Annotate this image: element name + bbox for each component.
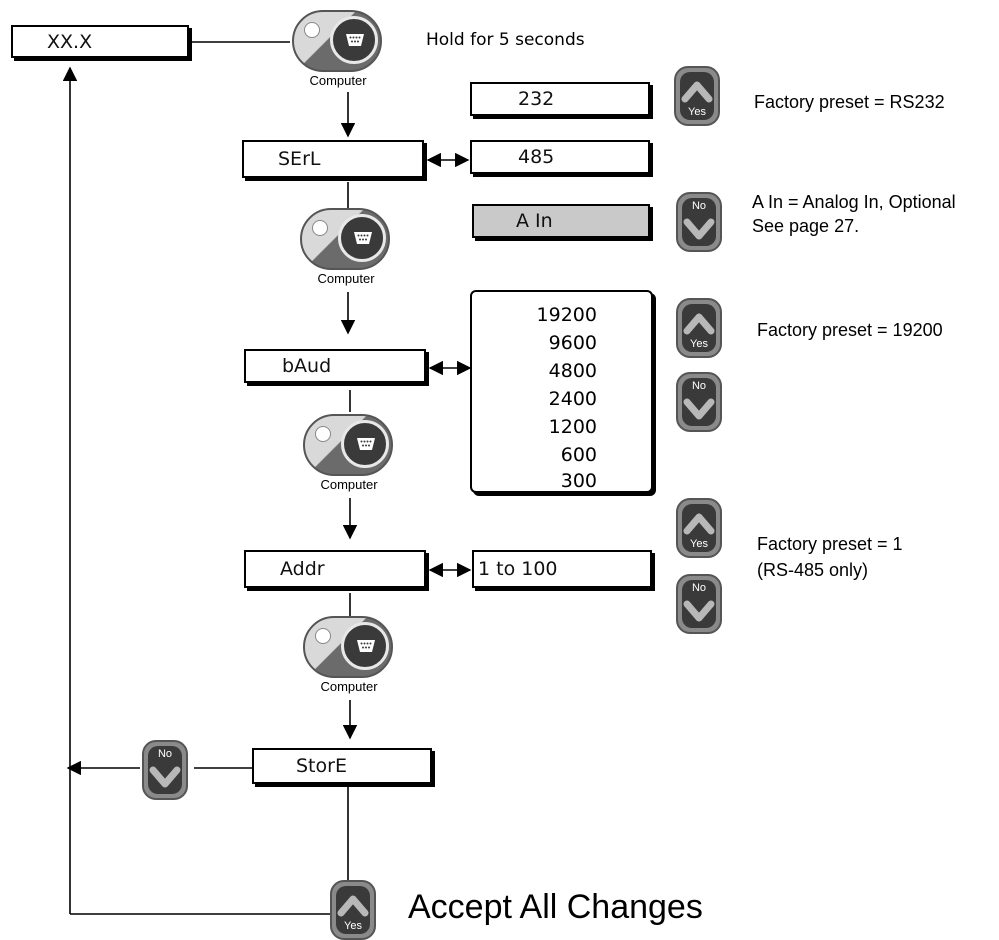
no-key[interactable]: No (676, 574, 722, 634)
down-chevron-icon (683, 398, 715, 420)
down-chevron-icon (683, 600, 715, 622)
serial-option-text: 485 (518, 146, 555, 168)
serial-port-icon (338, 214, 386, 262)
no-key[interactable]: No (676, 192, 722, 252)
up-chevron-icon (681, 81, 713, 103)
display-serial-text: SErL (278, 148, 321, 170)
accept-all-changes-label: Accept All Changes (408, 888, 703, 926)
display-address-text: Addr (280, 558, 325, 580)
baud-preset-note: Factory preset = 19200 (757, 320, 943, 340)
computer-key-label: Computer (320, 477, 378, 492)
no-key[interactable]: No (676, 372, 722, 432)
no-key-label: No (691, 582, 707, 594)
down-chevron-icon (149, 766, 181, 788)
up-chevron-icon (683, 313, 715, 335)
no-key[interactable]: No (142, 740, 188, 800)
yes-key[interactable]: Yes (676, 298, 722, 358)
up-chevron-icon (683, 513, 715, 535)
analog-in-page-note: See page 27. (752, 216, 860, 236)
serial-option-text: A In (516, 210, 553, 232)
hold-note: Hold for 5 seconds (426, 30, 585, 50)
display-baud-text: bAud (282, 355, 332, 377)
baud-option: 1200 (548, 416, 597, 438)
computer-key-label: Computer (309, 73, 367, 88)
yes-key[interactable]: Yes (330, 880, 376, 940)
baud-option: 9600 (548, 332, 597, 354)
yes-key-label: Yes (688, 106, 706, 118)
analog-in-note: A In = Analog In, Optional (752, 192, 956, 212)
serial-option-485: 485 (470, 140, 650, 174)
baud-option: 19200 (536, 304, 597, 326)
serial-option-232: 232 (470, 82, 650, 116)
serial-port-icon (330, 16, 378, 64)
display-baud: bAud (244, 349, 426, 383)
no-key-label: No (157, 748, 173, 760)
display-store-text: StorE (296, 755, 347, 777)
serial-preset-note: Factory preset = RS232 (754, 92, 945, 112)
computer-key[interactable]: Computer (301, 616, 397, 696)
serial-option-text: 232 (518, 88, 555, 110)
computer-key-label: Computer (317, 271, 375, 286)
no-key-label: No (691, 380, 707, 392)
display-home-text: XX.X (47, 30, 93, 53)
display-store: StorE (252, 748, 432, 784)
yes-key-label: Yes (690, 538, 708, 550)
down-chevron-icon (683, 218, 715, 240)
display-address: Addr (244, 550, 426, 588)
no-key-label: No (691, 200, 707, 212)
serial-option-analog-in: A In (472, 204, 650, 238)
baud-option: 4800 (548, 360, 597, 382)
serial-port-icon (341, 622, 389, 670)
yes-key[interactable]: Yes (674, 66, 720, 126)
serial-port-icon (341, 420, 389, 468)
yes-key-label: Yes (344, 920, 362, 932)
address-preset-note: Factory preset = 1 (757, 534, 903, 554)
computer-key-label: Computer (320, 679, 378, 694)
baud-option: 2400 (548, 388, 597, 410)
yes-key[interactable]: Yes (676, 498, 722, 558)
computer-key[interactable]: Computer (301, 414, 397, 494)
address-rs485-note: (RS-485 only) (757, 560, 869, 580)
baud-option: 300 (560, 470, 597, 492)
display-home: XX.X (11, 25, 189, 58)
up-chevron-icon (337, 895, 369, 917)
baud-option: 600 (560, 444, 597, 466)
address-range: 1 to 100 (472, 550, 652, 588)
computer-key[interactable]: Computer (290, 10, 386, 90)
display-serial: SErL (242, 140, 424, 178)
baud-rate-list: 19200 9600 4800 2400 1200 600 300 (470, 290, 653, 493)
yes-key-label: Yes (690, 338, 708, 350)
computer-key[interactable]: Computer (298, 208, 394, 288)
address-range-text: 1 to 100 (478, 558, 558, 580)
